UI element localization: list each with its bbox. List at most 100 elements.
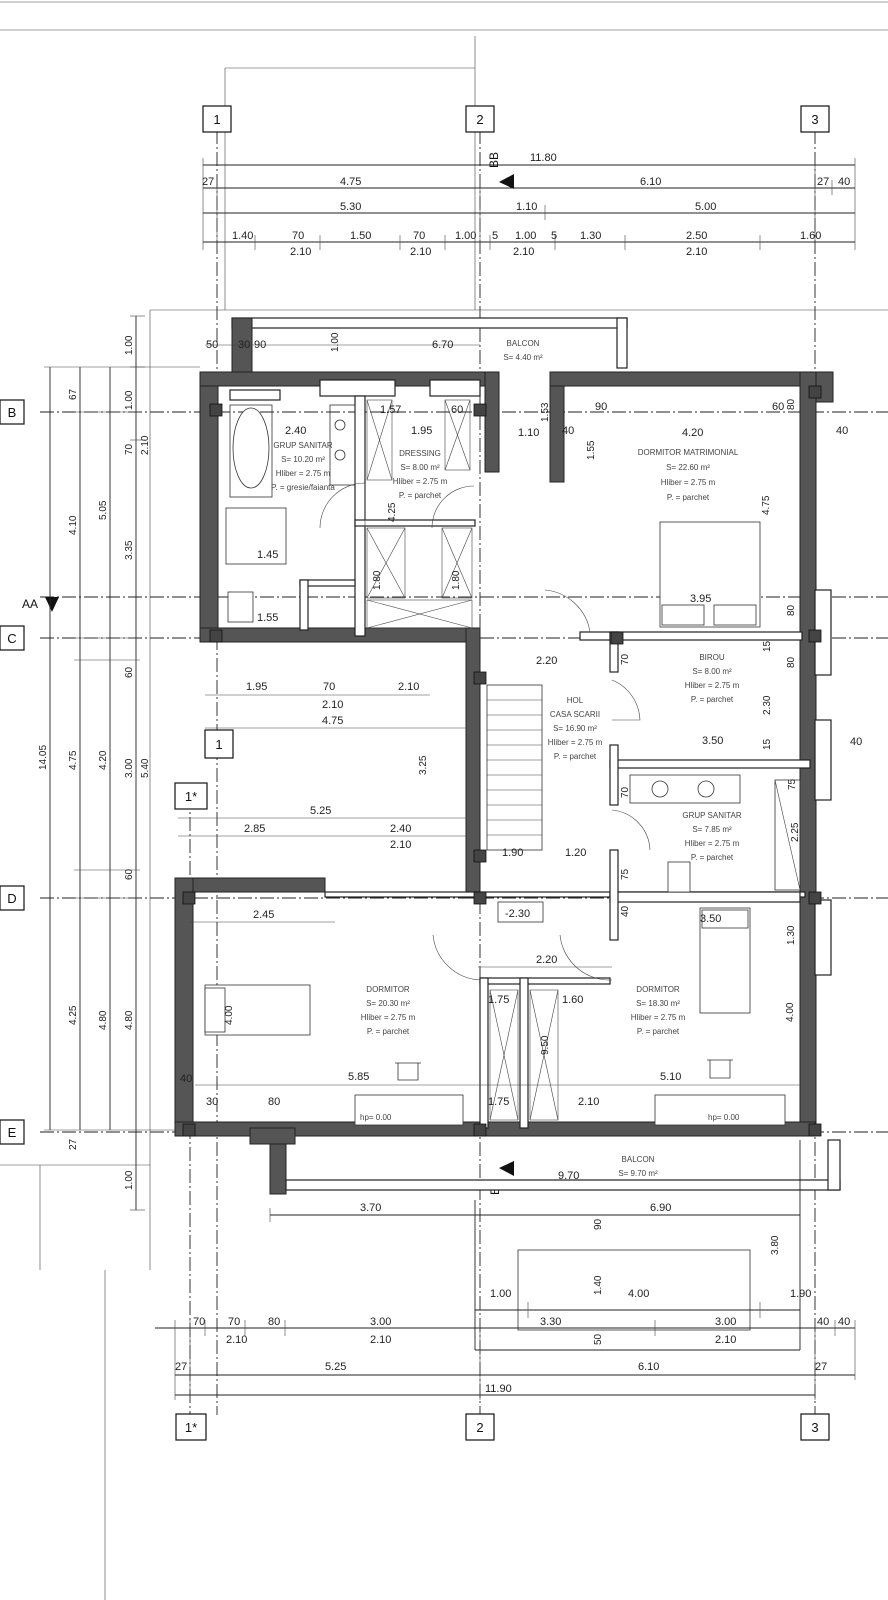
svg-text:2.10: 2.10: [370, 1334, 391, 1346]
svg-text:DRESSING: DRESSING: [399, 449, 441, 458]
svg-text:5.85: 5.85: [348, 1071, 369, 1083]
svg-text:1.00: 1.00: [330, 332, 341, 352]
svg-text:Hliber = 2.75 m: Hliber = 2.75 m: [276, 469, 331, 478]
left-dimension-chains: 14.05 4.10 3.35 4.75 4.25 60 60 67 5.05 …: [38, 315, 200, 1211]
room-label-dormitor-left: DORMITOR S= 20.30 m² Hliber = 2.75 m P. …: [361, 985, 416, 1036]
svg-text:DORMITOR: DORMITOR: [366, 985, 410, 994]
svg-text:1.60: 1.60: [562, 994, 583, 1006]
svg-text:3.00: 3.00: [370, 1316, 391, 1328]
svg-text:30: 30: [238, 339, 250, 351]
exterior-walls: [174, 317, 841, 1195]
svg-text:hp= 0.00: hp= 0.00: [360, 1113, 392, 1122]
svg-text:70: 70: [323, 681, 335, 693]
svg-text:1.00: 1.00: [124, 335, 135, 355]
svg-text:80: 80: [786, 398, 797, 410]
svg-text:40: 40: [620, 905, 631, 917]
svg-text:5.30: 5.30: [340, 201, 361, 213]
room-label-birou: BIROU S= 8.00 m² Hliber = 2.75 m P. = pa…: [685, 653, 740, 704]
svg-text:40: 40: [838, 1316, 850, 1328]
svg-text:2: 2: [476, 112, 483, 127]
section-label-bb-top: BB: [487, 152, 501, 168]
room-label-balcon-top: BALCON S= 4.40 m²: [503, 339, 543, 362]
svg-text:27: 27: [68, 1138, 79, 1150]
svg-text:5.10: 5.10: [660, 1071, 681, 1083]
svg-text:2: 2: [476, 1420, 483, 1435]
svg-text:2.10: 2.10: [140, 435, 151, 455]
svg-text:B: B: [8, 405, 17, 420]
svg-text:3.50: 3.50: [702, 735, 723, 747]
svg-text:4.20: 4.20: [682, 427, 703, 439]
section-label-aa: AA: [22, 597, 38, 611]
svg-text:P. = gresie/faianta: P. = gresie/faianta: [271, 483, 335, 492]
svg-text:GRUP SANITAR: GRUP SANITAR: [682, 811, 741, 820]
svg-text:HOL: HOL: [567, 696, 584, 705]
svg-text:1.00: 1.00: [515, 230, 536, 242]
svg-text:60: 60: [451, 404, 463, 416]
svg-text:40: 40: [838, 176, 850, 188]
svg-text:S= 9.70 m²: S= 9.70 m²: [618, 1169, 658, 1178]
svg-text:2.20: 2.20: [536, 954, 557, 966]
svg-text:Hliber = 2.75 m: Hliber = 2.75 m: [661, 478, 716, 487]
svg-text:50: 50: [206, 339, 218, 351]
svg-text:S= 7.85 m²: S= 7.85 m²: [692, 825, 732, 834]
svg-text:40: 40: [836, 425, 848, 437]
svg-text:2.45: 2.45: [253, 909, 274, 921]
svg-text:E: E: [8, 1125, 17, 1140]
svg-text:15: 15: [762, 640, 773, 652]
svg-text:1.20: 1.20: [565, 847, 586, 859]
svg-text:3.50: 3.50: [700, 913, 721, 925]
wardrobe-closets: [366, 399, 559, 1121]
svg-text:27: 27: [175, 1361, 187, 1373]
svg-text:75: 75: [787, 778, 798, 790]
svg-text:27: 27: [202, 176, 214, 188]
svg-text:5: 5: [551, 230, 557, 242]
svg-text:P. = parchet: P. = parchet: [691, 853, 734, 862]
svg-text:S= 16.90 m²: S= 16.90 m²: [553, 724, 597, 733]
svg-text:1.75: 1.75: [488, 1096, 509, 1108]
site-outline: [225, 36, 476, 310]
svg-text:27: 27: [815, 1361, 827, 1373]
structural-columns: [182, 385, 822, 1137]
svg-text:3.00: 3.00: [124, 758, 135, 778]
svg-text:5.00: 5.00: [695, 201, 716, 213]
section-arrow-aa: [45, 597, 59, 612]
svg-text:6.70: 6.70: [432, 339, 453, 351]
svg-text:4.80: 4.80: [124, 1010, 135, 1030]
svg-text:4.00: 4.00: [785, 1002, 796, 1022]
axis-bubble-left-d: D: [0, 885, 25, 911]
svg-text:60: 60: [772, 401, 784, 413]
svg-text:1.55: 1.55: [257, 612, 278, 624]
svg-text:6.10: 6.10: [638, 1361, 659, 1373]
svg-text:1: 1: [213, 112, 220, 127]
svg-text:1.00: 1.00: [124, 1170, 135, 1190]
axis-bubble-left-b: B: [0, 399, 25, 425]
section-arrow-bb-top: [499, 174, 514, 189]
svg-text:80: 80: [786, 604, 797, 616]
svg-text:3: 3: [811, 112, 818, 127]
svg-text:60: 60: [124, 868, 135, 880]
svg-text:5.25: 5.25: [325, 1361, 346, 1373]
svg-text:4.75: 4.75: [761, 495, 772, 515]
room-label-dressing: DRESSING S= 8.00 m² Hliber = 2.75 m P. =…: [393, 449, 448, 500]
svg-text:6.10: 6.10: [640, 176, 661, 188]
svg-text:9.70: 9.70: [558, 1170, 579, 1182]
svg-text:90: 90: [254, 339, 266, 351]
room-label-grup-sanitar-top: GRUP SANITAR S= 10.20 m² Hliber = 2.75 m…: [271, 441, 335, 492]
svg-text:70: 70: [620, 653, 631, 665]
svg-text:P. = parchet: P. = parchet: [637, 1027, 680, 1036]
svg-text:1.30: 1.30: [580, 230, 601, 242]
svg-text:4.00: 4.00: [224, 1005, 235, 1025]
svg-text:Hliber = 2.75 m: Hliber = 2.75 m: [685, 839, 740, 848]
axis-bubble-bottom-1star: 1*: [175, 1413, 207, 1441]
svg-text:11.80: 11.80: [530, 152, 557, 164]
svg-text:2.10: 2.10: [322, 699, 343, 711]
svg-text:3.25: 3.25: [418, 755, 429, 775]
svg-text:40: 40: [562, 425, 574, 437]
svg-text:5.05: 5.05: [98, 500, 109, 520]
axis-bubble-bottom-3: 3: [800, 1413, 830, 1441]
svg-text:3.80: 3.80: [770, 1235, 781, 1255]
svg-text:4.00: 4.00: [628, 1288, 649, 1300]
svg-text:50: 50: [593, 1333, 604, 1345]
svg-text:S= 10.20 m²: S= 10.20 m²: [281, 455, 325, 464]
